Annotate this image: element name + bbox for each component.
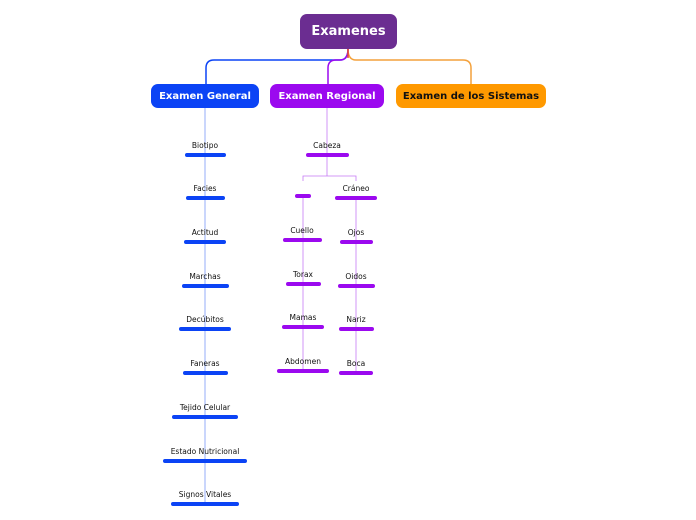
node-nariz[interactable]: Nariz [316, 315, 396, 324]
node-faneras[interactable]: Faneras [165, 359, 245, 368]
node-abdomen[interactable]: Abdomen [263, 357, 343, 366]
node-cabeza[interactable]: Cabeza [287, 141, 367, 150]
branch-label: Examen de los Sistemas [402, 90, 540, 102]
node-mamas[interactable]: Mamas [263, 313, 343, 322]
node-label: Nariz [346, 315, 366, 324]
node-underline [306, 153, 349, 157]
node-facies[interactable]: Facies [165, 184, 245, 193]
node-label: Marchas [189, 272, 221, 281]
node-underline [340, 240, 373, 244]
node-underline [277, 369, 329, 373]
branch-examen-regional[interactable]: Examen Regional [270, 84, 384, 108]
node-marchas[interactable]: Marchas [165, 272, 245, 281]
node-label: Oidos [345, 272, 367, 281]
node-underline [172, 415, 238, 419]
node-underline [179, 327, 231, 331]
node-decubitos[interactable]: Decúbitos [165, 315, 245, 324]
node-label: Cabeza [313, 141, 341, 150]
node-label: Boca [346, 359, 366, 368]
node-boca[interactable]: Boca [316, 359, 396, 368]
node-underline [185, 153, 226, 157]
root-node[interactable]: Examenes [300, 14, 397, 49]
node-underline [282, 325, 324, 329]
node-cuello[interactable]: Cuello [262, 226, 342, 235]
node-underline [335, 196, 377, 200]
node-biotipo[interactable]: Biotipo [165, 141, 245, 150]
node-label: Cuello [290, 226, 314, 235]
node-underline [184, 240, 226, 244]
node-label: Faneras [190, 359, 220, 368]
branch-label: Examen General [159, 90, 251, 102]
node-label: Estado Nutricional [170, 447, 240, 456]
node-underline [171, 502, 239, 506]
branch-examen-sistemas[interactable]: Examen de los Sistemas [396, 84, 546, 108]
node-actitud[interactable]: Actitud [165, 228, 245, 237]
node-label: Actitud [191, 228, 219, 237]
branch-label: Examen Regional [278, 90, 376, 102]
node-label: Ojos [347, 228, 365, 237]
node-label: Torax [292, 270, 313, 279]
node-underline [338, 284, 375, 288]
node-oidos[interactable]: Oidos [316, 272, 396, 281]
node-underline [163, 459, 247, 463]
node-torax[interactable]: Torax [263, 270, 343, 279]
node-ojos[interactable]: Ojos [316, 228, 396, 237]
node-craneo[interactable]: Cráneo [316, 184, 396, 193]
root-node-label: Examenes [311, 24, 386, 39]
branch-examen-general[interactable]: Examen General [151, 84, 259, 108]
node-underline [283, 238, 322, 242]
node-underline [339, 327, 374, 331]
node-label: Decúbitos [186, 315, 224, 324]
node-label: Facies [193, 184, 217, 193]
node-tejido-celular[interactable]: Tejido Celular [155, 403, 255, 412]
node-underline [186, 196, 225, 200]
node-underline [182, 284, 229, 288]
node-label: Tejido Celular [179, 403, 231, 412]
node-underline [183, 371, 228, 375]
node-underline [339, 371, 373, 375]
node-underline [295, 194, 311, 198]
node-signos-vitales[interactable]: Signos Vitales [155, 490, 255, 499]
node-estado-nutricional[interactable]: Estado Nutricional [150, 447, 260, 456]
node-label: Mamas [289, 313, 317, 322]
node-underline [286, 282, 321, 286]
node-label: Biotipo [191, 141, 219, 150]
node-label: Cráneo [342, 184, 370, 193]
node-label: Abdomen [285, 357, 321, 366]
node-label: Signos Vitales [178, 490, 232, 499]
